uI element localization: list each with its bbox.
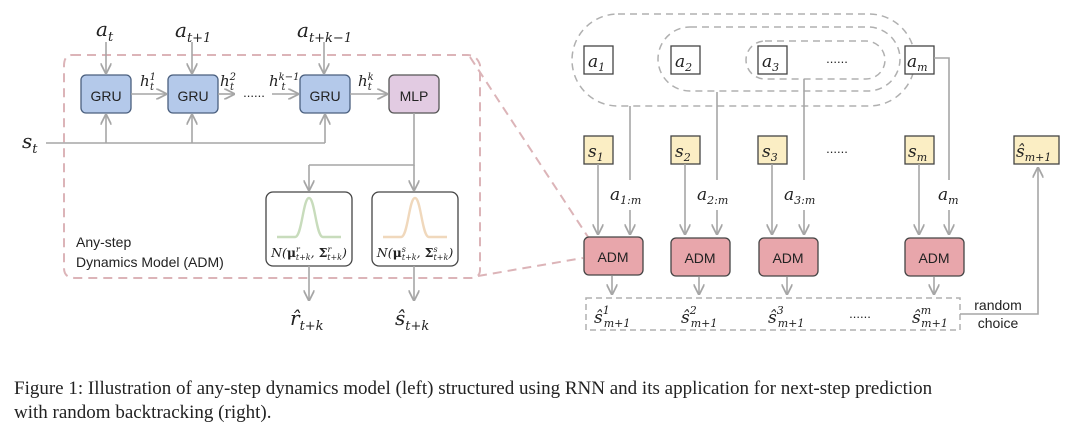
- svg-text:ADM: ADM: [918, 250, 949, 266]
- mlp-block: MLP: [388, 74, 440, 114]
- caption-line-1: Figure 1: Illustration of any-step dynam…: [14, 378, 933, 399]
- gru-block-2: GRU: [167, 74, 219, 114]
- prediction-dots: ......: [849, 306, 871, 321]
- random-choice-label-line1: random: [974, 297, 1021, 313]
- figure-caption: Figure 1: Illustration of any-step dynam…: [14, 377, 1074, 425]
- zoom-connector-bottom: [477, 257, 584, 277]
- seq-label-m: am: [938, 185, 959, 207]
- seq-label-1: a1:m: [610, 185, 641, 207]
- svg-text:ADM: ADM: [772, 250, 803, 266]
- output-reward: r̂t+k: [290, 306, 324, 334]
- input-a-tk1: at+k−1: [297, 18, 352, 46]
- state-box-3: s3: [757, 135, 788, 165]
- random-choice-label-line2: choice: [978, 315, 1019, 331]
- adm-label-line1: Any-step: [76, 234, 131, 250]
- gaussian-state-icon: [383, 196, 447, 239]
- adm-block-m: ADM: [904, 237, 965, 277]
- gru-block-3: GRU: [299, 74, 351, 114]
- adm-block-3: ADM: [758, 237, 819, 277]
- seq-label-2: a2:m: [697, 185, 728, 207]
- seq-label-3: a3:m: [784, 185, 815, 207]
- state-box-m: sm: [904, 135, 935, 165]
- input-a-t: at: [96, 17, 114, 45]
- adm-label-line2: Dynamics Model (ADM): [76, 254, 224, 270]
- svg-text:s2: s2: [675, 142, 691, 164]
- adm-outline: [63, 54, 481, 279]
- svg-text:sm: sm: [908, 142, 927, 164]
- random-choice-line: [960, 168, 1038, 315]
- caption-line-2: with random backtracking (right).: [14, 402, 272, 423]
- svg-text:s3: s3: [762, 142, 778, 164]
- svg-text:GRU: GRU: [309, 88, 340, 104]
- chain-dots: ......: [243, 85, 265, 100]
- svg-text:am: am: [907, 52, 928, 74]
- input-a-t1: at+1: [175, 18, 211, 46]
- adm-block-1: ADM: [583, 236, 644, 276]
- adm-block-2: ADM: [670, 237, 731, 277]
- svg-text:a2: a2: [675, 52, 692, 74]
- svg-text:ADM: ADM: [597, 249, 628, 265]
- action-box-3: a3: [757, 45, 788, 75]
- gru-block-1: GRU: [80, 74, 132, 114]
- zoom-connector-top: [469, 56, 591, 241]
- svg-text:a1: a1: [588, 52, 605, 74]
- seq-line-m: [934, 57, 950, 180]
- action-dots: ......: [826, 51, 848, 66]
- svg-text:GRU: GRU: [90, 88, 121, 104]
- action-group-3: [745, 40, 886, 80]
- action-box-1: a1: [583, 45, 614, 75]
- gaussian-reward-icon: [277, 196, 341, 239]
- svg-text:s1: s1: [588, 142, 604, 164]
- action-group-2: [657, 26, 901, 92]
- svg-text:N(μst+k, Σst+k): N(μst+k, Σst+k): [376, 245, 454, 262]
- next-state-box: ŝm+1: [1013, 135, 1060, 165]
- state-box-2: s2: [670, 135, 701, 165]
- svg-text:ADM: ADM: [684, 250, 715, 266]
- svg-text:MLP: MLP: [400, 88, 429, 104]
- state-box-1: s1: [583, 135, 614, 165]
- state-input-st: st: [22, 129, 38, 157]
- figure-diagram: at at+1 at+k−1 GRU GRU GRU MLP ...... h1…: [22, 13, 1060, 334]
- action-box-m: am: [904, 45, 935, 75]
- output-state: ŝt+k: [395, 306, 429, 334]
- svg-text:ŝm+1: ŝm+1: [1016, 142, 1051, 164]
- state-dots: ......: [826, 141, 848, 156]
- svg-text:GRU: GRU: [177, 88, 208, 104]
- svg-text:a3: a3: [762, 52, 779, 74]
- action-group-1: [571, 13, 916, 107]
- svg-text:N(μrt+k, Σrt+k): N(μrt+k, Σrt+k): [270, 245, 347, 262]
- action-box-2: a2: [670, 45, 701, 75]
